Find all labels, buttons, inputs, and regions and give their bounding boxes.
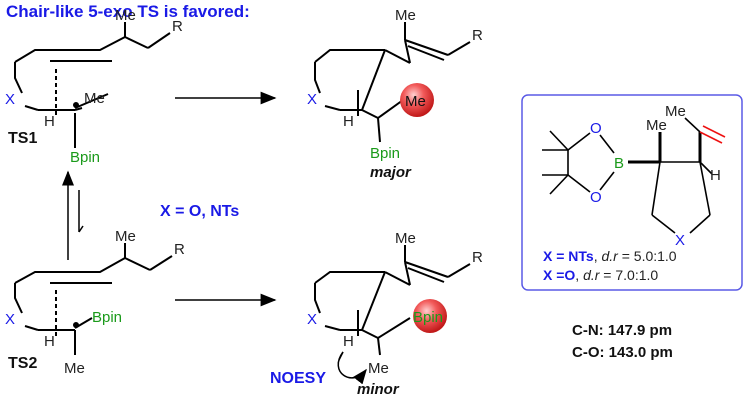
ts1-me-top: Me (115, 7, 136, 24)
ts1-label: TS1 (8, 130, 37, 147)
major-me-top: Me (395, 7, 416, 24)
box-x: X (675, 232, 685, 249)
box-caption-o-sep: , (575, 267, 584, 283)
ts2-label: TS2 (8, 355, 37, 372)
box-b: B (614, 155, 624, 172)
box-caption-o-label: X =O (543, 267, 576, 283)
major-me-highlight (400, 83, 434, 117)
box-caption-nts-dr-label: d.r (601, 248, 618, 264)
box-caption-nts-label: X = NTs (543, 248, 594, 264)
box-caption-o-dr-value: = 7.0:1.0 (599, 267, 659, 283)
ts1-h: H (44, 113, 55, 130)
noesy-arrow (337, 351, 367, 385)
major-x: X (307, 91, 317, 108)
ts1-bpin: Bpin (70, 149, 100, 166)
ts1-structure (14, 22, 171, 148)
ts2-x: X (5, 311, 15, 328)
ts2-bpin: Bpin (92, 309, 122, 326)
ts1-x: X (5, 91, 15, 108)
ts2-r: R (174, 241, 185, 258)
minor-r: R (472, 249, 483, 266)
major-label: major (370, 164, 412, 181)
ts1-r: R (172, 18, 183, 35)
x-condition: X = O, NTs (160, 203, 239, 220)
ts2-me-top: Me (115, 228, 136, 245)
noesy-arrow-tail (338, 351, 344, 361)
ts2-me-bottom: Me (64, 360, 85, 377)
minor-label: minor (357, 381, 400, 398)
major-h: H (343, 113, 354, 130)
box-o-bottom: O (590, 189, 602, 206)
ts2-h: H (44, 333, 55, 350)
noesy-label: NOESY (270, 370, 326, 387)
major-bpin: Bpin (370, 145, 400, 162)
ts1-me-side: Me (84, 90, 105, 107)
major-structure (314, 22, 471, 143)
minor-me-bottom: Me (368, 360, 389, 377)
major-r: R (472, 27, 483, 44)
equilibrium-hook (78, 225, 84, 233)
bond-length-cn: C-N: 147.9 pm (572, 322, 673, 339)
bond-length-co: C-O: 143.0 pm (572, 344, 673, 361)
minor-h: H (343, 333, 354, 350)
minor-me-top: Me (395, 230, 416, 247)
box-o-top: O (590, 120, 602, 137)
minor-bpin-highlight (413, 299, 447, 333)
box-h: H (710, 167, 721, 184)
box-caption-nts-dr-value: = 5.0:1.0 (617, 248, 677, 264)
minor-x: X (307, 311, 317, 328)
box-me-vinyl: Me (665, 103, 686, 120)
product-structure (542, 117, 726, 234)
box-caption-nts: X = NTs, d.r = 5.0:1.0 (543, 248, 677, 264)
ts2-structure (14, 243, 173, 355)
radical-dot (73, 102, 79, 108)
box-caption-o-dr-label: d.r (583, 267, 600, 283)
major-me-highlighted: Me (405, 93, 426, 110)
box-caption-nts-sep: , (593, 248, 602, 264)
minor-bpin-highlighted: Bpin (413, 309, 443, 326)
figure-title: Chair-like 5-exo TS is favored: (6, 2, 250, 21)
minor-structure (314, 245, 471, 356)
box-me-c3: Me (646, 117, 667, 134)
box-caption-o: X =O, d.r = 7.0:1.0 (543, 267, 658, 283)
radical-dot-2 (73, 322, 79, 328)
